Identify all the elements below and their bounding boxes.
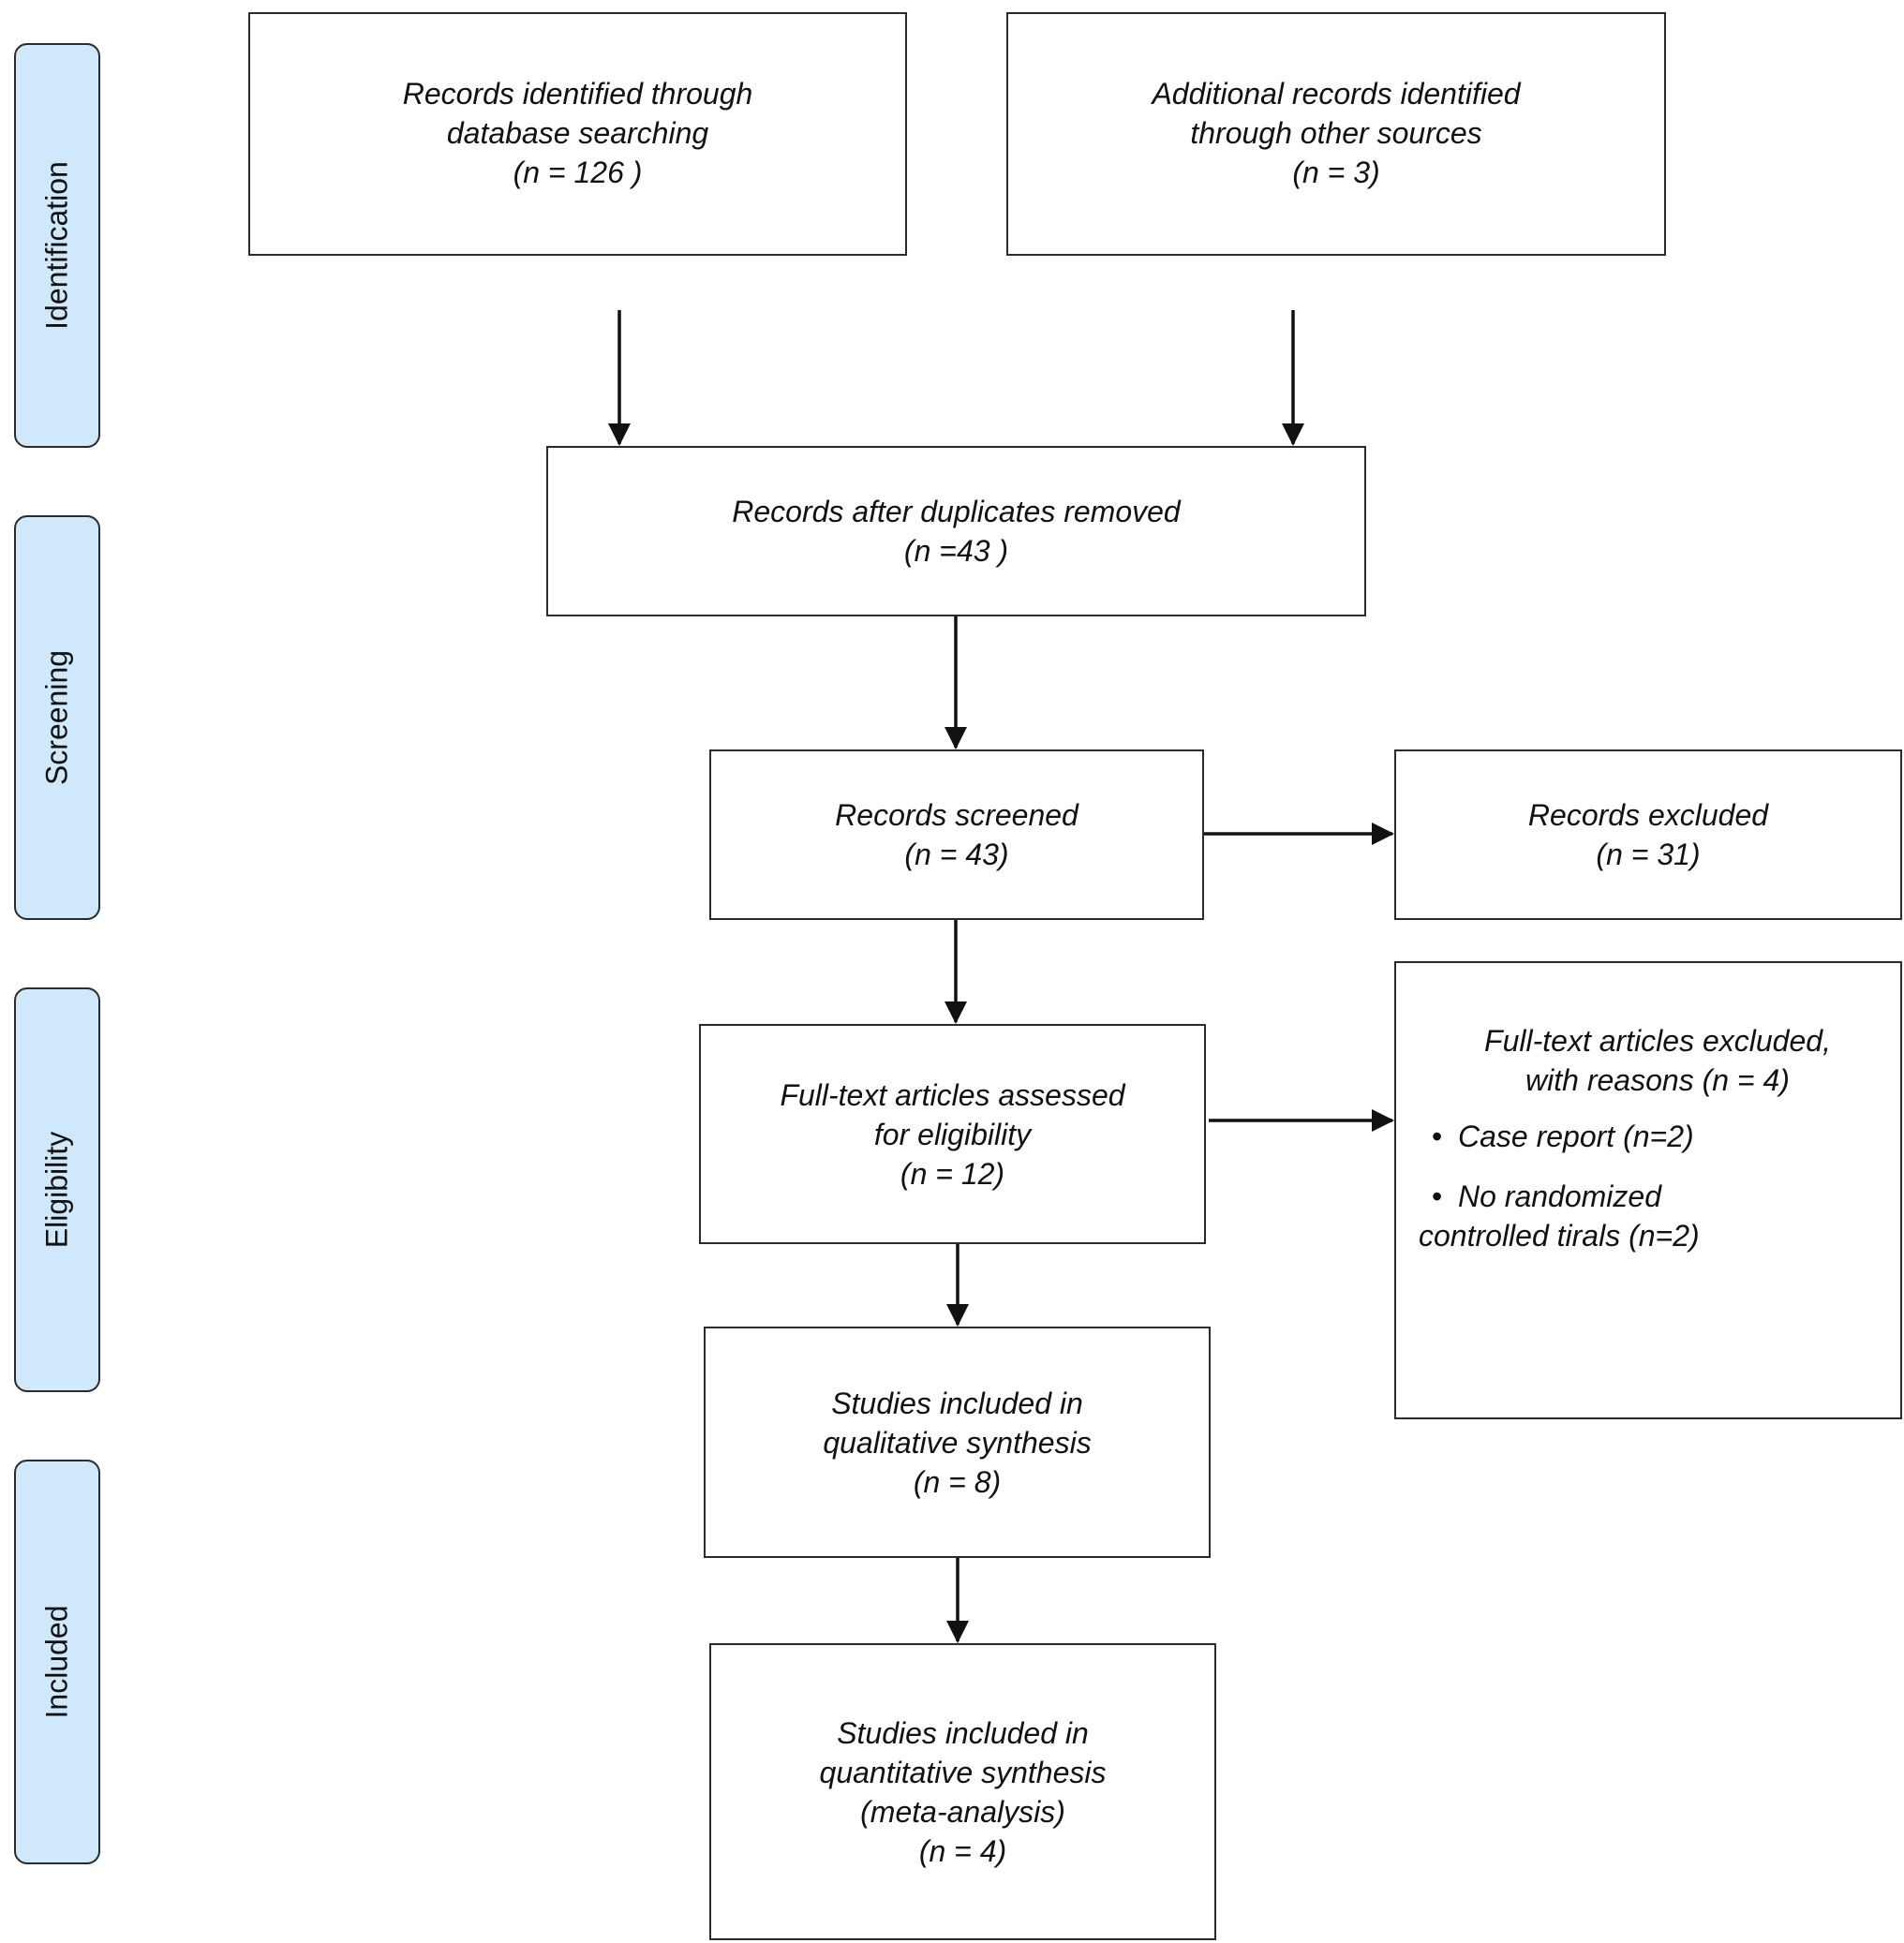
box-count: (n = 8) xyxy=(913,1464,1002,1499)
bullet-icon: • xyxy=(1432,1120,1443,1153)
box-count: (n = 126 ) xyxy=(513,156,643,189)
reason-text-continued: controlled tirals (n=2) xyxy=(1419,1219,1700,1253)
reason-item: • No randomized xyxy=(1396,1177,1900,1216)
arrowhead xyxy=(946,1304,969,1327)
box-text: Records after duplicates removed xyxy=(732,495,1181,528)
box-text: Studies included in xyxy=(837,1715,1089,1750)
box-records-excluded: Records excluded (n = 31) xyxy=(1394,749,1902,920)
box-after-duplicates: Records after duplicates removed (n =43 … xyxy=(546,446,1366,616)
box-count: (n = 4) xyxy=(918,1833,1007,1868)
reason-text: Case report (n=2) xyxy=(1458,1120,1694,1153)
box-other-sources: Additional records identified through ot… xyxy=(1006,12,1666,256)
box-text: (meta-analysis) xyxy=(860,1794,1065,1829)
box-text: Studies included in xyxy=(831,1386,1083,1420)
phase-identification: Identification xyxy=(14,43,100,448)
phase-eligibility: Eligibility xyxy=(14,987,100,1392)
box-records-screened: Records screened (n = 43) xyxy=(709,749,1204,920)
box-text: database searching xyxy=(446,116,709,150)
phase-included: Included xyxy=(14,1460,100,1864)
box-text: Full-text articles assessed xyxy=(780,1077,1125,1112)
box-count: (n = 3) xyxy=(1292,156,1380,189)
arrowhead xyxy=(945,1001,967,1024)
box-text: Additional records identified xyxy=(1152,77,1521,111)
box-text: Records screened xyxy=(835,798,1078,832)
arrowhead xyxy=(1372,1109,1394,1132)
box-text: qualitative synthesis xyxy=(823,1425,1092,1460)
arrowhead xyxy=(1282,423,1304,446)
reason-item: • Case report (n=2) xyxy=(1396,1117,1900,1156)
box-text: Records excluded xyxy=(1527,798,1769,832)
box-fulltext-assessed: Full-text articles assessed for eligibil… xyxy=(699,1024,1206,1244)
arrowhead xyxy=(608,423,631,446)
reason-text: No randomized xyxy=(1458,1179,1661,1213)
box-count: (n = 31) xyxy=(1596,838,1701,871)
box-text: Full-text articles excluded, xyxy=(1484,1024,1831,1058)
box-text: quantitative synthesis xyxy=(819,1755,1107,1789)
arrowhead xyxy=(945,727,967,749)
arrowhead xyxy=(946,1621,969,1643)
box-database-search: Records identified through database sear… xyxy=(248,12,907,256)
box-count: (n =43 ) xyxy=(903,534,1009,568)
box-text: Records identified through xyxy=(402,77,753,111)
box-text: with reasons (n = 4) xyxy=(1525,1063,1790,1097)
box-text: for eligibility xyxy=(873,1117,1032,1151)
box-count: (n = 12) xyxy=(900,1156,1005,1191)
box-fulltext-excluded: Full-text articles excluded, with reason… xyxy=(1394,961,1902,1419)
box-text: through other sources xyxy=(1190,116,1482,150)
box-qualitative: Studies included in qualitative synthesi… xyxy=(704,1327,1211,1558)
phase-screening: Screening xyxy=(14,515,100,920)
box-quantitative: Studies included in quantitative synthes… xyxy=(709,1643,1216,1940)
box-count: (n = 43) xyxy=(904,838,1009,871)
bullet-icon: • xyxy=(1432,1179,1443,1213)
arrowhead xyxy=(1372,823,1394,845)
